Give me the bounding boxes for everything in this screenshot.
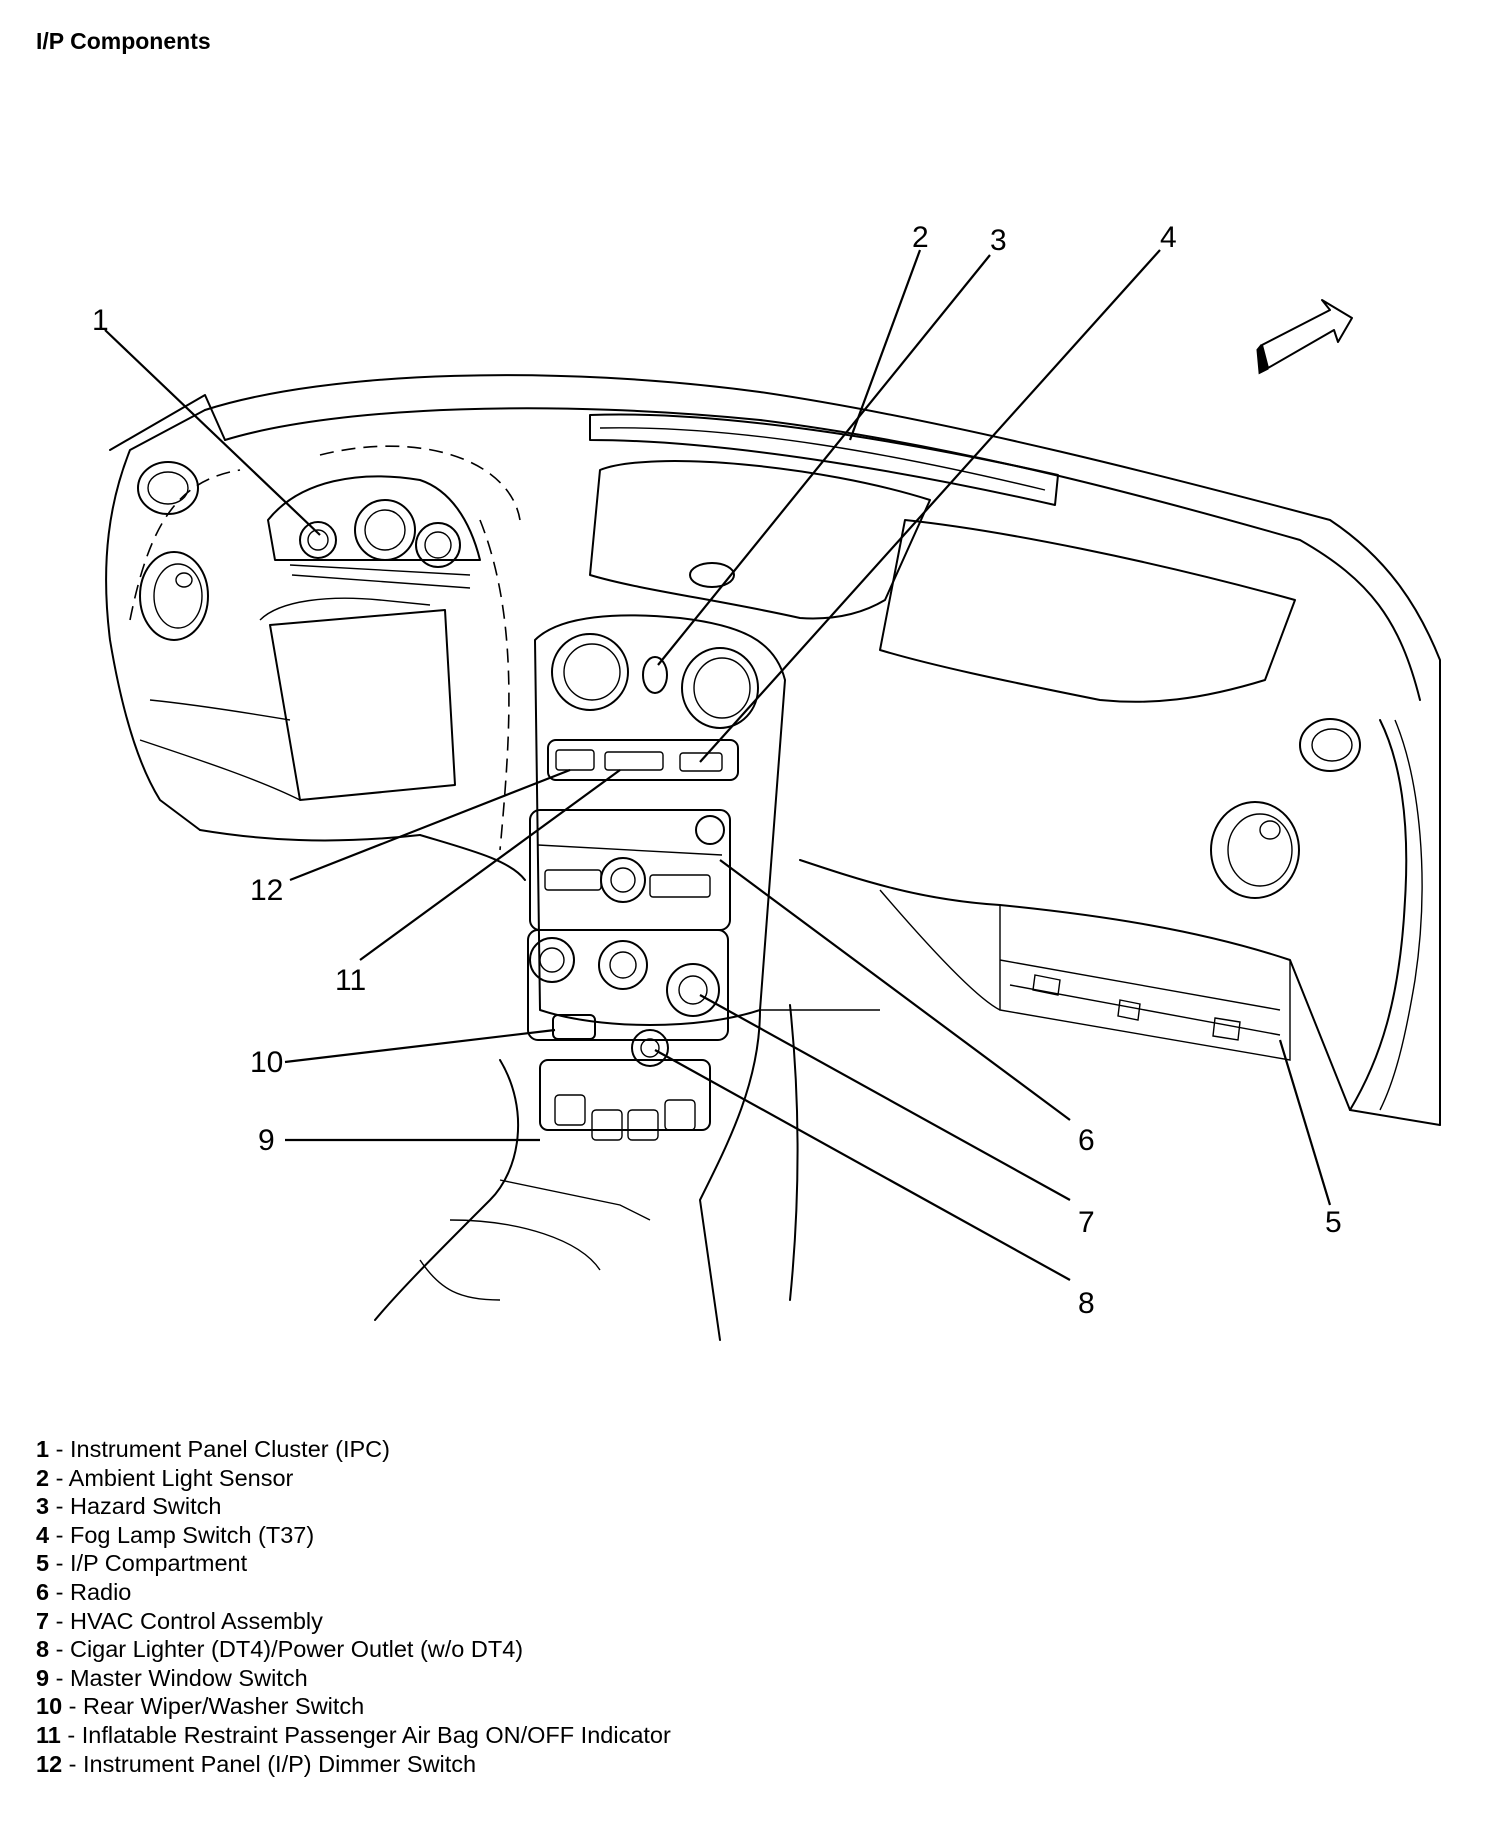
legend-item: 6 - Radio: [36, 1578, 132, 1605]
legend-item: 8 - Cigar Lighter (DT4)/Power Outlet (w/…: [36, 1636, 524, 1663]
leader-12: [289, 768, 571, 882]
legend-item: 3 - Hazard Switch: [36, 1493, 222, 1520]
dashboard-outline: [105, 374, 1441, 1126]
leader-3: [657, 254, 991, 666]
leader-11: [359, 769, 621, 961]
legend-item: 4 - Fog Lamp Switch (T37): [36, 1521, 315, 1548]
legend-item: 11 - Inflatable Restraint Passenger Air …: [36, 1721, 671, 1748]
callout-12: 12: [250, 874, 283, 907]
callout-3: 3: [990, 224, 1007, 257]
front-direction-arrow-icon: [1256, 299, 1353, 375]
callout-2: 2: [912, 221, 929, 254]
legend-item: 7 - HVAC Control Assembly: [36, 1607, 323, 1634]
legend-item: 10 - Rear Wiper/Washer Switch: [36, 1693, 365, 1720]
leader-2: [848, 249, 922, 441]
leader-1: [104, 329, 321, 536]
leader-7: [699, 994, 1071, 1201]
callout-8: 8: [1078, 1287, 1095, 1320]
legend-item: 1 - Instrument Panel Cluster (IPC): [36, 1436, 390, 1462]
legend-item: 12 - Instrument Panel (I/P) Dimmer Switc…: [36, 1750, 477, 1777]
page-title: I/P Components: [36, 28, 211, 54]
instrument-cluster-drawing: [267, 475, 481, 589]
upper-display-and-defrost: [589, 413, 1296, 703]
callout-10: 10: [250, 1046, 283, 1079]
legend-item: 2 - Ambient Light Sensor: [36, 1464, 294, 1491]
leader-10: [284, 1028, 556, 1064]
component-legend: 1 - Instrument Panel Cluster (IPC) 2 - A…: [36, 1435, 671, 1778]
dashboard-illustration: 1 2 3 4 5 6 7 8 9 10 11 12: [92, 221, 1441, 1341]
leader-4: [699, 249, 1161, 763]
callout-leaders: [104, 249, 1332, 1281]
leader-8: [654, 1049, 1071, 1281]
callout-7: 7: [1078, 1206, 1095, 1239]
right-side-vent: [1210, 718, 1361, 899]
callout-9: 9: [258, 1124, 275, 1157]
leader-5: [1278, 1039, 1332, 1206]
left-side-vent: [137, 461, 209, 641]
center-stack-drawing: [374, 614, 880, 1341]
callout-1: 1: [92, 304, 109, 337]
callout-4: 4: [1160, 221, 1177, 254]
leader-6: [719, 859, 1071, 1121]
callout-11: 11: [335, 964, 366, 997]
callout-numbers: 1 2 3 4 5 6 7 8 9 10 11 12: [92, 221, 1342, 1320]
legend-item: 9 - Master Window Switch: [36, 1664, 308, 1691]
legend-item: 5 - I/P Compartment: [36, 1550, 248, 1577]
callout-6: 6: [1078, 1124, 1095, 1157]
callout-5: 5: [1325, 1206, 1342, 1239]
